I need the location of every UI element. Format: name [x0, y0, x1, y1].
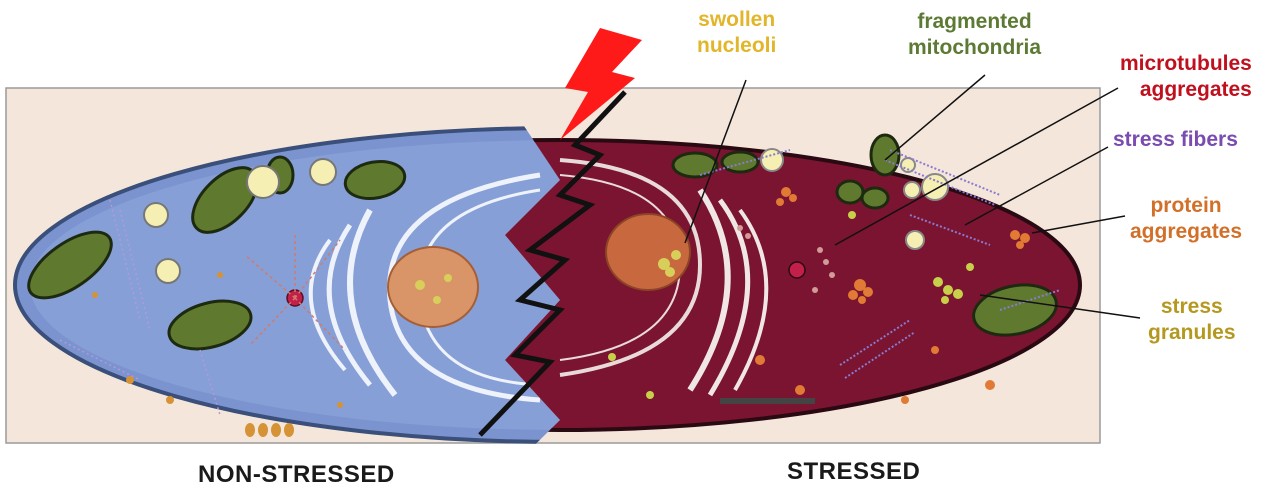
- label-stress-fibers: stress fibers: [1113, 127, 1238, 153]
- caption-stressed: STRESSED: [787, 458, 920, 486]
- caption-non-stressed: NON-STRESSED: [198, 461, 395, 489]
